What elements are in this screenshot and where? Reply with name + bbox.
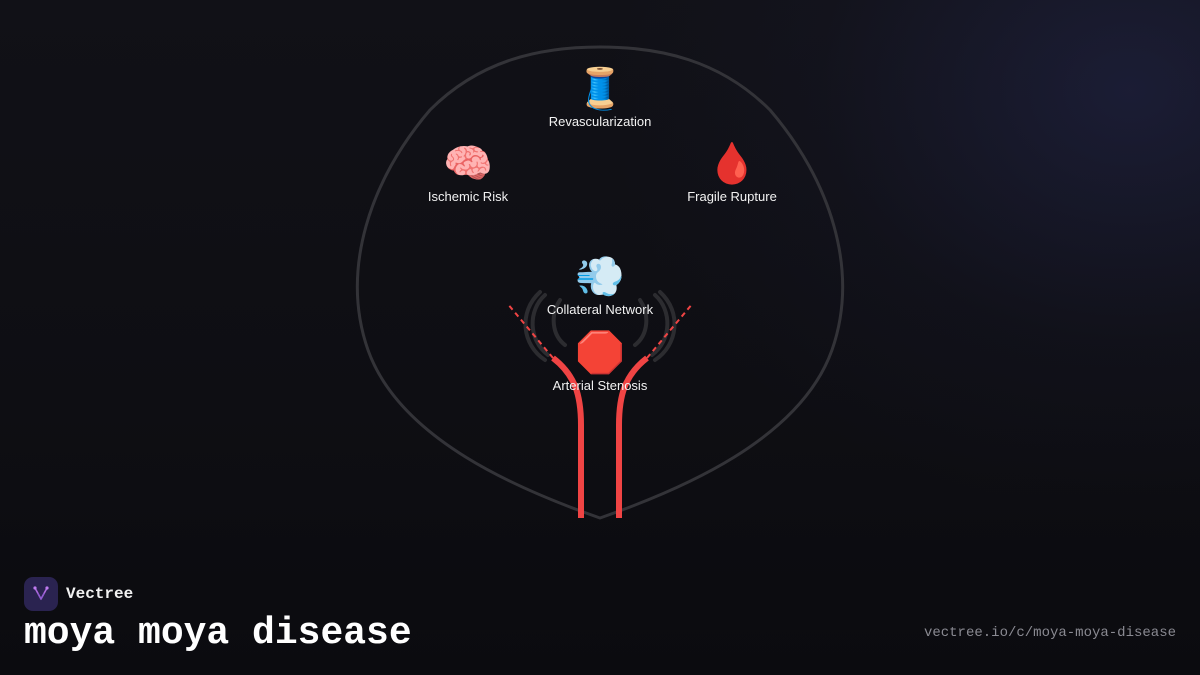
brand-name: Vectree: [66, 585, 134, 603]
right-stenosed-branch: [646, 302, 694, 359]
node-fragile-rupture: 🩸 Fragile Rupture: [687, 141, 777, 205]
stop-sign-icon: 🛑: [575, 330, 625, 376]
brand: Vectree: [24, 577, 133, 611]
node-revascularization: 🧵 Revascularization: [549, 66, 652, 130]
thread-spool-icon: 🧵: [575, 66, 625, 112]
dash-puff-icon: 💨: [575, 254, 625, 300]
node-collateral-network: 💨 Collateral Network: [547, 254, 653, 318]
vectree-logo-icon: [24, 577, 58, 611]
left-carotid-artery: [551, 355, 584, 518]
collateral-vessels: [523, 290, 677, 362]
head-outline: [356, 45, 844, 520]
blood-drop-icon: 🩸: [707, 141, 757, 187]
node-ischemic-risk: 🧠 Ischemic Risk: [428, 141, 508, 205]
node-label: Ischemic Risk: [427, 189, 509, 204]
page-title: moya moya disease: [24, 612, 412, 655]
page-url[interactable]: vectree.io/c/moya-moya-disease: [923, 625, 1176, 641]
node-arterial-stenosis: 🛑 Arterial Stenosis: [553, 330, 648, 394]
brain-icon: 🧠: [443, 141, 493, 187]
left-stenosed-branch: [506, 302, 554, 359]
node-label: Arterial Stenosis: [552, 378, 648, 393]
node-label: Collateral Network: [546, 302, 654, 317]
node-label: Revascularization: [548, 114, 652, 129]
right-carotid-artery: [616, 355, 649, 518]
node-label: Fragile Rupture: [687, 189, 777, 204]
